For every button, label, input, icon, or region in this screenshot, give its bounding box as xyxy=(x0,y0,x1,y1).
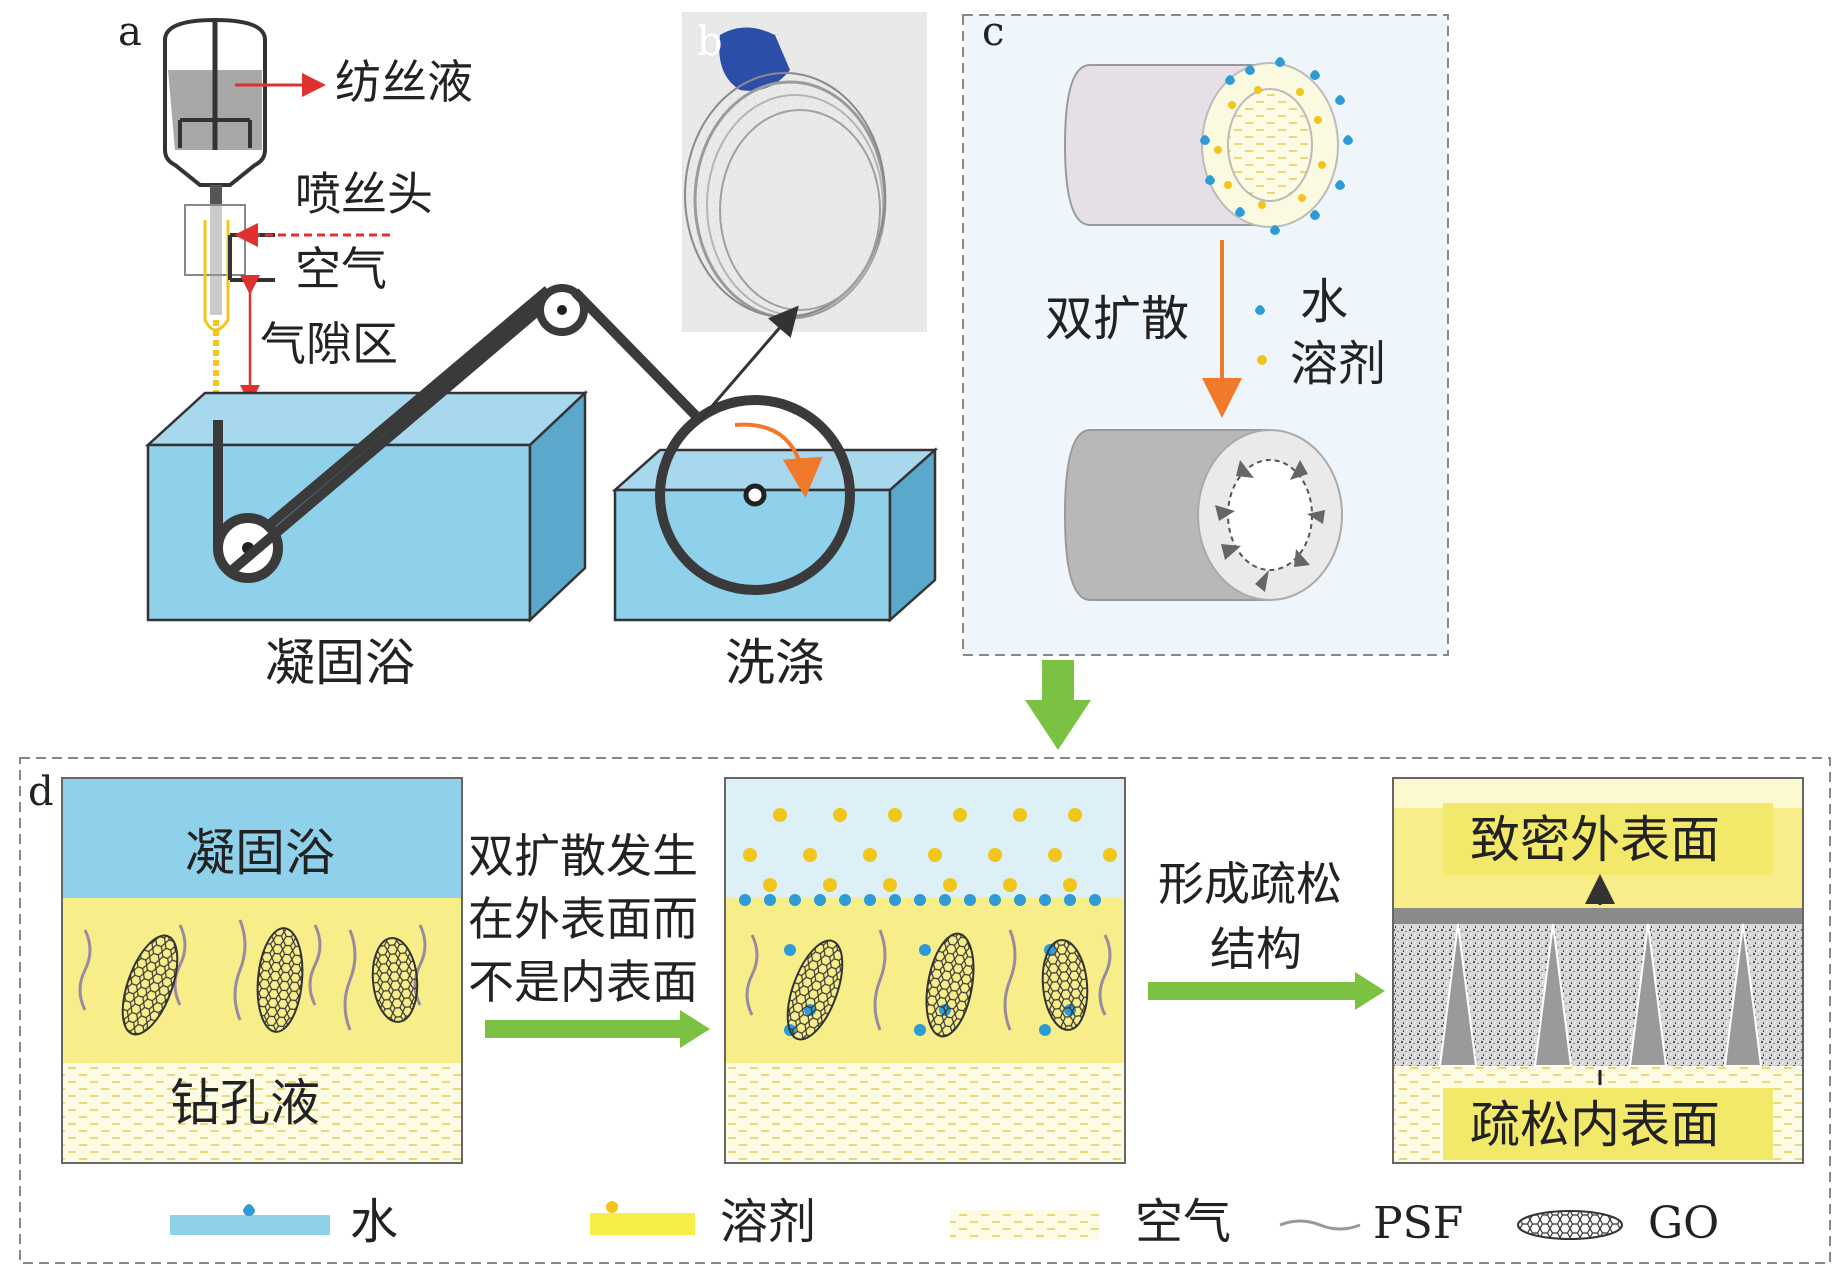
step-1-line-1: 双扩散发生 xyxy=(468,829,698,883)
rotation-arrow xyxy=(734,422,823,498)
water-droplets-c xyxy=(1200,57,1353,235)
stage-1-coag-label: 凝固浴 xyxy=(185,824,335,882)
panel-d-letter: d xyxy=(28,769,54,815)
dual-diffusion-label: 双扩散 xyxy=(1045,291,1189,347)
spinning-tank xyxy=(163,17,267,215)
spinning-solution-label: 纺丝液 xyxy=(335,55,473,109)
panel-b-letter: b xyxy=(697,19,723,65)
photo-pointer xyxy=(698,305,799,421)
legend: 水 溶剂 空气 PSF GO xyxy=(170,1194,1719,1250)
legend-air-swatch xyxy=(950,1210,1100,1240)
washing-wheel xyxy=(655,395,855,595)
coag-bath-label: 凝固浴 xyxy=(265,634,415,692)
legend-psf-line xyxy=(1279,1219,1361,1231)
panel-a-letter: a xyxy=(118,9,142,55)
solvent-label-c: 溶剂 xyxy=(1290,336,1386,392)
legend-water-swatch xyxy=(170,1215,330,1235)
air-gap-label: 气隙区 xyxy=(260,317,398,371)
step-2-line-2: 结构 xyxy=(1210,922,1302,976)
step-1-line-3: 不是内表面 xyxy=(468,955,698,1009)
spinneret-label: 喷丝头 xyxy=(295,167,433,221)
step-1-line-2: 在外表面而 xyxy=(468,892,698,946)
dense-outer-label: 致密外表面 xyxy=(1470,811,1720,869)
air-label: 空气 xyxy=(295,242,387,296)
green-down-arrow xyxy=(1025,660,1091,750)
hollow-fiber-after xyxy=(1063,429,1343,601)
loose-inner-label: 疏松内表面 xyxy=(1470,1096,1720,1154)
step-2-arrow xyxy=(1148,972,1385,1010)
legend-solvent-swatch xyxy=(590,1213,695,1235)
stage-3-box xyxy=(1392,777,1804,1164)
legend-psf-label: PSF xyxy=(1373,1198,1463,1249)
legend-go-label: GO xyxy=(1648,1198,1719,1249)
solvent-droplets-c xyxy=(1214,86,1326,209)
panel-c: c 双扩散 xyxy=(962,9,1449,656)
legend-go-icon xyxy=(1517,1210,1623,1240)
panel-b: b xyxy=(682,12,927,421)
legend-air-label: 空气 xyxy=(1135,1194,1231,1250)
panel-c-letter: c xyxy=(982,9,1004,55)
coagulation-bath-tank xyxy=(144,390,589,623)
legend-solvent-drop-c xyxy=(1257,355,1267,365)
stage-1-bore-label: 钻孔液 xyxy=(170,1074,320,1132)
stage-2-box xyxy=(724,777,1126,1164)
water-label-c: 水 xyxy=(1300,274,1348,330)
legend-water-drop-c xyxy=(1255,305,1265,315)
legend-solvent-label: 溶剂 xyxy=(720,1194,816,1250)
hollow-fiber-before xyxy=(1063,62,1339,228)
step-1-arrow xyxy=(485,1010,710,1048)
belt-2 xyxy=(264,286,552,530)
step-2-line-1: 形成疏松 xyxy=(1158,857,1342,911)
panel-d: d 凝固浴 钻孔液 双扩散发生 在外表面而 xyxy=(19,757,1831,1264)
panel-a: a 纺丝液 喷丝头 空气 气隙区 xyxy=(118,9,939,692)
belt-1 xyxy=(226,298,552,576)
legend-water-label: 水 xyxy=(350,1194,398,1250)
stage-1-box xyxy=(61,777,463,1164)
washing-label: 洗涤 xyxy=(725,634,825,692)
